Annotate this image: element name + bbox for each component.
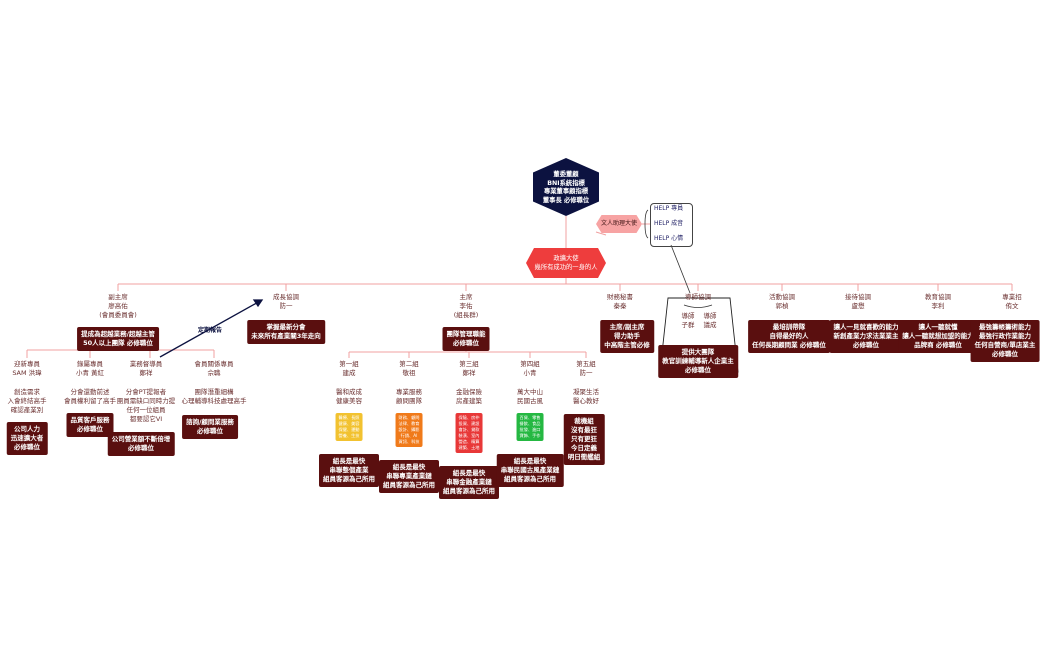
group-desc-1: 醫和成成 健康美容 — [336, 388, 362, 405]
assistant-hexagon — [596, 215, 642, 233]
group-title-2: 第二組 敬祖 — [399, 360, 419, 377]
branch-box-mentor: 提供大團隊 教官訓練輔導新人企業主 必修職位 — [658, 345, 738, 378]
help-group — [650, 203, 693, 247]
vp-child-box-2: 品質客戶服務 必修職位 — [66, 413, 114, 437]
branch-title-growth: 成長協調 防一 — [273, 293, 299, 310]
group-title-1: 第一組 建成 — [339, 360, 359, 377]
branch-title-mentor: 導師協調 — [685, 293, 711, 301]
branch-box-events: 最培訓帶隊 自得最好的人 任何長期顧問業 必修職位 — [748, 320, 830, 353]
branch-box-treasurer: 主席/副主席 得力助手 中高階主管必修 — [600, 320, 654, 353]
assistant-node-text: 文人助理大使 — [600, 220, 638, 227]
help-item-2: HELP 成音 — [654, 220, 684, 227]
branch-box-reception: 讓人一見就喜歡的能力 新創產業力求法業業主 必修職位 — [829, 320, 903, 353]
branch-title-vp: 副主席 廖高佑 (會員委員會) — [99, 293, 137, 319]
branch-title-chair: 主席 李佑 (組長群) — [453, 293, 479, 319]
group-desc-3: 金融保險 房產建築 — [456, 388, 482, 405]
vp-child-desc-2: 分會還動前述 會員權利留了高手 — [64, 388, 116, 405]
vp-child-box-4: 諮詢/顧問業服務 必修職位 — [182, 415, 238, 439]
group-chip-1: 醫療、長照 健康、美容 保健、運動 營養、生技 — [335, 413, 363, 441]
group-box-5: 裁機組 沒有最狂 只有更狂 今日定義 明日衝艦組 — [563, 414, 605, 465]
mentor-sub-1: 導師 子群 — [681, 312, 695, 329]
branch-box-education: 讓人一聽就懂 讓人一聽就想加盟的能力 品牌商 必修職位 — [898, 320, 978, 353]
group-box-3: 組長是最快 串聯金融產業鏈 組員客源為己所用 — [439, 466, 499, 499]
branch-box-chair: 團隊管理職能 必修職位 — [442, 327, 490, 351]
branch-box-admin: 最強籌帳籌術能力 最強行政作業能力 任何自營商/單店業主 必修職位 — [970, 320, 1040, 362]
group-title-5: 第五組 防一 — [576, 360, 596, 377]
periodic-report-label: 定期報告 — [198, 327, 223, 334]
vp-child-title-3: 業務督導員 鄭祥 — [129, 360, 163, 377]
help-item-3: HELP 心情 — [654, 235, 684, 242]
vp-child-box-3: 公司營業額不斷倍增 必修職位 — [107, 432, 175, 456]
chairman-hexagon — [533, 158, 599, 216]
group-desc-2: 專業服務 顧問團隊 — [396, 388, 422, 405]
branch-title-admin: 專業招 侑文 — [1002, 293, 1022, 310]
branch-title-events: 活動協調 郭楨 — [769, 293, 795, 310]
vp-child-desc-3: 分會PT提報者 團員需缺口同時力提 任何一位組員 都要認它VI — [116, 388, 176, 423]
branch-box-growth: 掌握最新分會 未來所有產業關3年走向 — [247, 320, 325, 344]
chairman-node-text: 董委董顧 BNI系統指標 專業董事顧指標 董事長 必修職位 — [542, 171, 590, 204]
group-box-4: 組長是最快 串聯民國古風產業鏈 組員客源為己所用 — [496, 454, 564, 487]
vp-child-title-4: 會員關係專員 佘職 — [194, 360, 234, 377]
ambassador-node-text: 政擴大使 幾所有成功的一身的人 — [534, 255, 598, 271]
branch-title-reception: 接待協調 盧懋 — [845, 293, 871, 310]
vp-child-title-1: 迎新專員 SAM 洪瑋 — [12, 360, 42, 377]
branch-title-education: 教育協調 李利 — [925, 293, 951, 310]
group-title-3: 第三組 鄭祥 — [459, 360, 479, 377]
vp-child-desc-1: 創造需求 入會終結高手 確認產業別 — [7, 388, 47, 414]
mentor-sub-2: 導師 議成 — [703, 312, 717, 329]
branch-box-vp: 提成為超越業務/超越主管 50人以上團隊 必修職位 — [77, 327, 159, 351]
branch-title-treasurer: 財務秘書 秦秦 — [607, 293, 633, 310]
group-title-4: 第四組 小青 — [520, 360, 540, 377]
group-desc-5: 凝聚生活 醫心教好 — [573, 388, 599, 405]
group-chip-2: 財務、顧問 法律、教育 設計、攝影 行銷、AI 資訊、科技 — [395, 413, 423, 447]
group-chip-3: 保險、房仲 投資、建設 會計、貸款 裝潢、室內 營造、精算 建築、土地 — [455, 413, 483, 453]
vp-child-title-2: 錄屬專員 小青 黃紅 — [75, 360, 105, 377]
help-item-1: HELP 專員 — [654, 205, 684, 212]
vp-child-desc-4: 團隊潛重細構 心理輔導科技處理高手 — [181, 388, 247, 405]
ambassador-hexagon — [526, 248, 606, 278]
vp-child-box-1: 公司人力 迅速擴大者 必修職位 — [6, 422, 48, 455]
group-box-1: 組長是最快 串聯整個產業 組員客源為己所用 — [319, 454, 379, 487]
group-desc-4: 萬大中山 民國古風 — [517, 388, 543, 405]
group-box-2: 組長是最快 串聯專業產業鏈 組員客源為己所用 — [379, 460, 439, 493]
group-chip-4: 百貨、零售 餐飲、食品 批發、進口 寶飾、手作 — [516, 413, 544, 441]
